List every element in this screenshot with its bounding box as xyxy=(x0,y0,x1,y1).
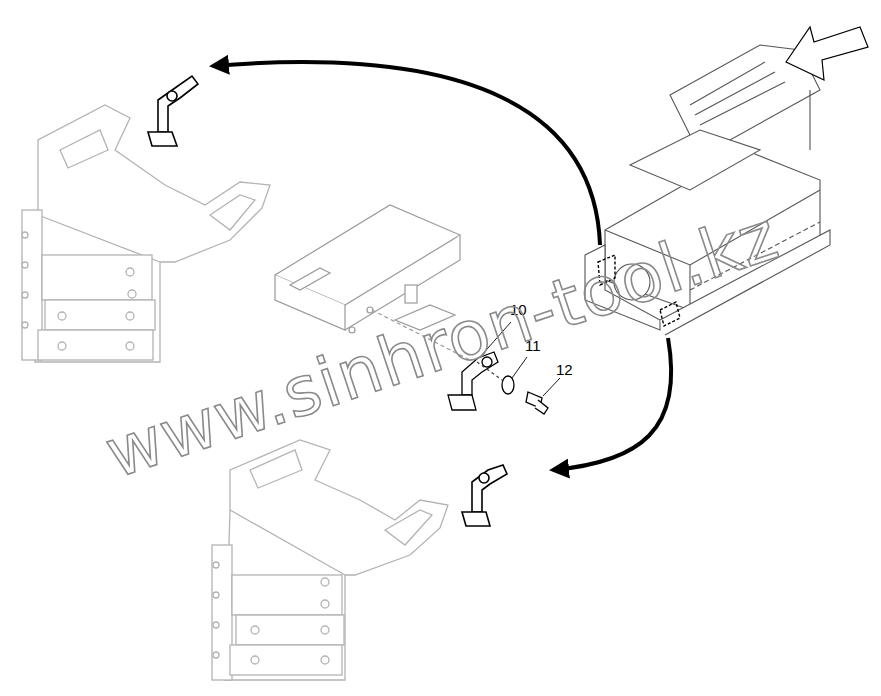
curved-arrow xyxy=(553,338,671,470)
bracket-upper xyxy=(22,105,270,362)
curved-arrow xyxy=(213,62,600,245)
bracket-lower xyxy=(212,440,448,680)
view-arrow xyxy=(786,27,868,80)
callout-number: 12 xyxy=(556,362,573,377)
